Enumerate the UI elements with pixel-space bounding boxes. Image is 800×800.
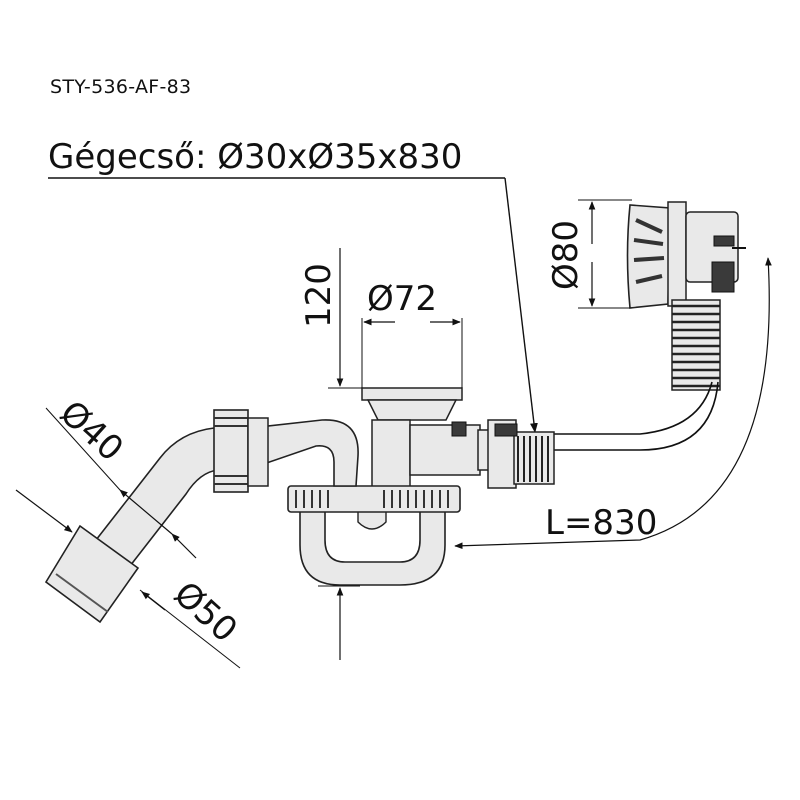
length-label: L=830 xyxy=(545,503,657,543)
outlet-diameter-label: Ø72 xyxy=(367,279,437,319)
hose-label: Gégecső: Ø30xØ35x830 xyxy=(48,137,462,177)
inlet-arm xyxy=(44,409,269,624)
siphon-trap xyxy=(287,485,461,586)
connector-bend xyxy=(249,419,359,487)
height-label: 120 xyxy=(299,263,339,328)
outlet-valve xyxy=(361,387,555,489)
inlet-diameter-2-label: Ø50 xyxy=(166,574,245,651)
cable-lower xyxy=(545,381,719,451)
length-dimension-line xyxy=(454,257,772,550)
inlet-diameter-1-label: Ø40 xyxy=(52,393,131,470)
overflow-corrugated-pipe xyxy=(671,299,721,391)
hose-leader-line xyxy=(504,177,538,433)
product-code: STY-536-AF-83 xyxy=(50,76,192,98)
overflow-head xyxy=(626,201,746,309)
overflow-diameter-label: Ø80 xyxy=(546,220,586,290)
